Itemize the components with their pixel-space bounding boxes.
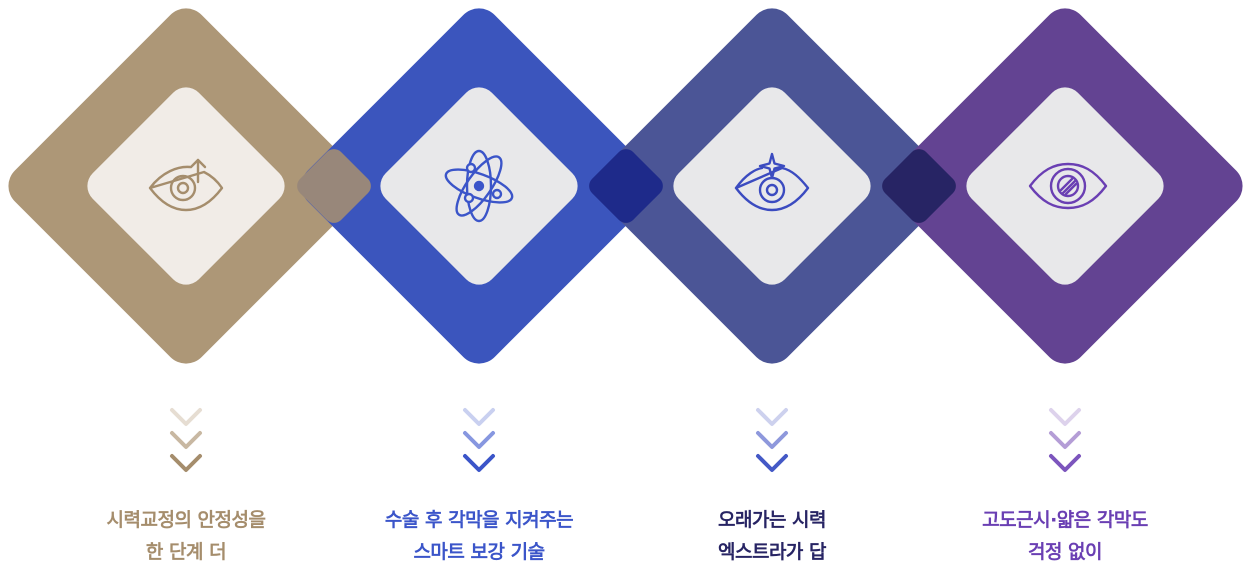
step-2-chevrons-icon	[463, 408, 495, 472]
eye-sparkle-icon	[734, 152, 810, 212]
step-3-caption-line-2: 엑스트라가 답	[718, 541, 827, 563]
step-4-caption-line-1: 고도근시·얇은 각막도	[982, 509, 1148, 531]
step-1-chevrons-icon	[170, 408, 202, 472]
eye-arrow-up-icon	[148, 158, 224, 212]
step-2-caption-line-2: 스마트 보강 기술	[413, 541, 545, 563]
step-1-caption: 시력교정의 안정성을 한 단계 더	[56, 504, 316, 568]
step-1-caption-line-1: 시력교정의 안정성을	[106, 509, 266, 531]
step-1-caption-line-2: 한 단계 더	[145, 541, 227, 563]
step-3-caption: 오래가는 시력 엑스트라가 답	[642, 504, 902, 568]
step-3-caption-line-1: 오래가는 시력	[718, 509, 827, 531]
eye-striped-pupil-icon	[1028, 162, 1108, 210]
step-2-caption: 수술 후 각막을 지켜주는 스마트 보강 기술	[349, 504, 609, 568]
step-3-chevrons-icon	[756, 408, 788, 472]
step-4-chevrons-icon	[1049, 408, 1081, 472]
atom-icon	[444, 149, 514, 223]
step-4-caption-line-2: 걱정 없이	[1027, 541, 1103, 563]
step-4-caption: 고도근시·얇은 각막도 걱정 없이	[935, 504, 1195, 568]
step-2-caption-line-1: 수술 후 각막을 지켜주는	[384, 509, 574, 531]
